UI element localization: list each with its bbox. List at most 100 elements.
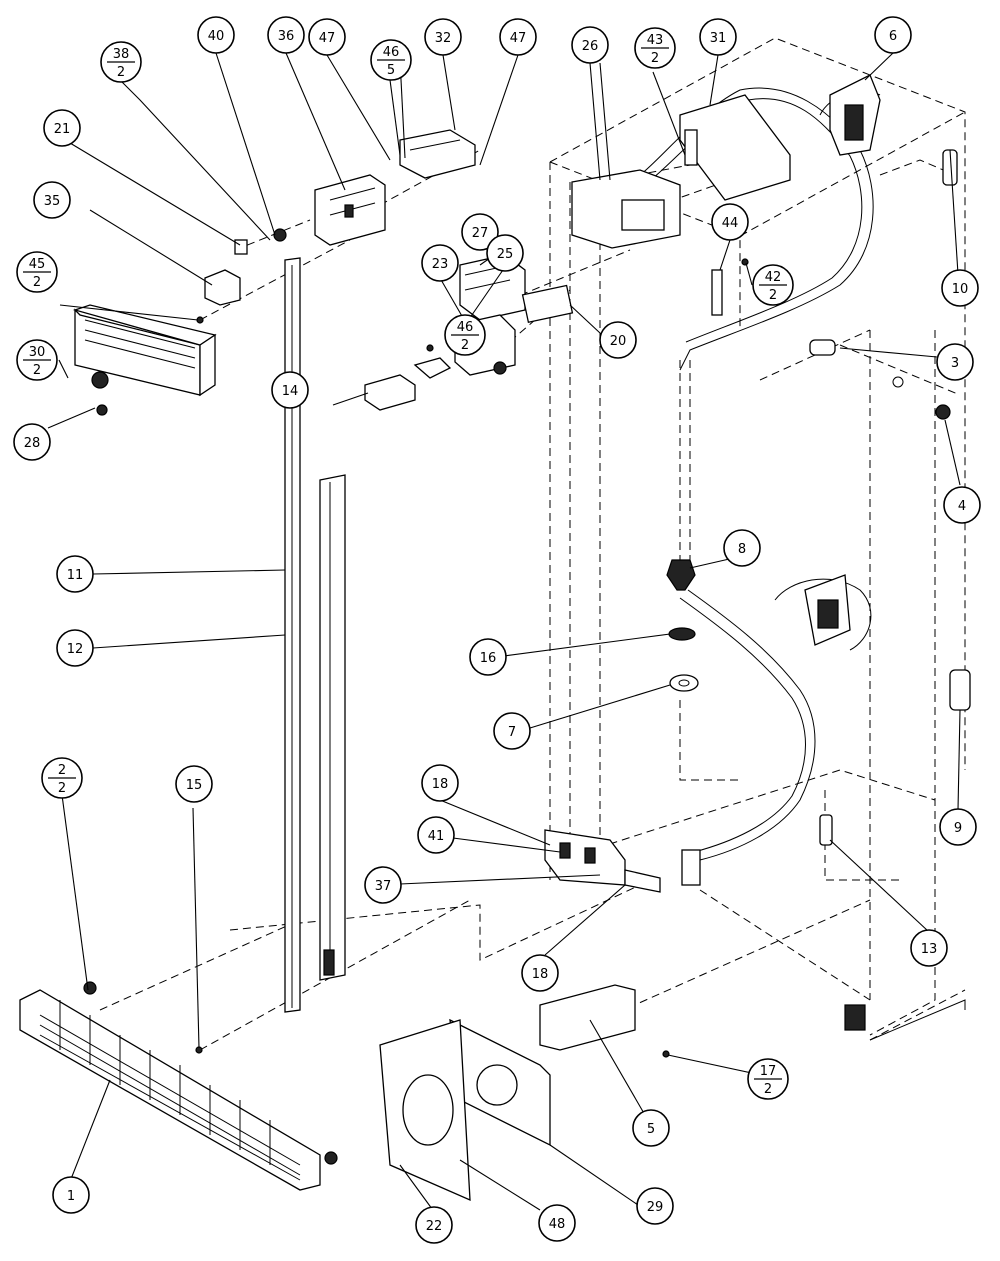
screw-17 xyxy=(662,1050,670,1058)
callout-label: 1 xyxy=(67,1189,75,1204)
fraction-callout-43-2: 432 xyxy=(634,27,676,69)
mullion-strips xyxy=(284,257,346,1013)
callout-label: 31 xyxy=(710,31,727,46)
air-duct-assembly xyxy=(571,94,791,249)
fraction-callout-2-2: 22 xyxy=(41,757,83,799)
part-5 xyxy=(539,984,636,1051)
fraction-bottom: 2 xyxy=(33,275,41,290)
mounting-bracket xyxy=(399,129,476,179)
fraction-bottom: 2 xyxy=(117,65,125,80)
callout-label: 40 xyxy=(208,29,225,44)
callout-label: 36 xyxy=(278,29,295,44)
fraction-callout-17-2: 172 xyxy=(747,1058,789,1100)
fraction-callout-46-5: 465 xyxy=(370,39,412,81)
callout-label: 41 xyxy=(428,829,445,844)
fraction-top: 46 xyxy=(383,45,400,60)
callout-label: 12 xyxy=(67,642,84,657)
fraction-top: 45 xyxy=(29,257,46,272)
callout-31: 31 xyxy=(699,18,737,56)
fraction-top: 17 xyxy=(760,1064,777,1079)
parts xyxy=(19,74,971,1202)
callout-9: 9 xyxy=(939,808,977,846)
fraction-top: 42 xyxy=(765,270,782,285)
damper-stack xyxy=(666,559,699,692)
toe-grille xyxy=(19,981,338,1191)
callout-label: 7 xyxy=(508,725,516,740)
fraction-bottom: 2 xyxy=(769,288,777,303)
callout-40: 40 xyxy=(197,16,235,54)
callout-label: 8 xyxy=(738,542,746,557)
callout-23: 23 xyxy=(421,244,459,282)
callout-label: 14 xyxy=(282,384,299,399)
callout-48: 48 xyxy=(538,1204,576,1242)
callout-25: 25 xyxy=(486,234,524,272)
callout-47: 47 xyxy=(499,18,537,56)
fraction-top: 30 xyxy=(29,345,46,360)
callout-4: 4 xyxy=(943,486,981,524)
fraction-top: 2 xyxy=(58,763,66,778)
callout-label: 23 xyxy=(432,257,449,272)
switch-bracket xyxy=(314,174,386,246)
callout-20: 20 xyxy=(599,321,637,359)
callout-18: 18 xyxy=(421,764,459,802)
access-cover-plates xyxy=(379,1018,551,1202)
callout-37: 37 xyxy=(364,866,402,904)
callout-6: 6 xyxy=(874,16,912,54)
fraction-top: 46 xyxy=(457,320,474,335)
callout-label: 35 xyxy=(44,194,61,209)
callout-label: 21 xyxy=(54,122,71,137)
callout-label: 48 xyxy=(549,1217,566,1232)
part-3 xyxy=(809,339,836,356)
leader-lines xyxy=(47,52,961,1214)
callout-label: 13 xyxy=(921,942,938,957)
fraction-top: 43 xyxy=(647,33,664,48)
callout-label: 3 xyxy=(951,356,959,371)
callout-27: 27 xyxy=(461,213,499,251)
callout-7: 7 xyxy=(493,712,531,750)
callout-label: 16 xyxy=(480,651,497,666)
fraction-bottom: 2 xyxy=(764,1082,772,1097)
callout-label: 20 xyxy=(610,334,627,349)
part-4-washer xyxy=(892,376,904,388)
callout-5: 5 xyxy=(632,1109,670,1147)
fraction-top: 38 xyxy=(113,47,130,62)
fraction-callout-46-2: 462 xyxy=(444,314,486,356)
callout-label: 25 xyxy=(497,247,514,262)
screw-46 xyxy=(426,344,434,352)
lower-bracket xyxy=(681,849,701,886)
callout-label: 9 xyxy=(954,821,962,836)
callout-11: 11 xyxy=(56,555,94,593)
callout-label: 47 xyxy=(319,31,336,46)
callout-label: 22 xyxy=(426,1219,443,1234)
module-housing xyxy=(454,254,574,376)
callout-label: 28 xyxy=(24,436,41,451)
callout-14: 14 xyxy=(271,371,309,409)
callout-label: 47 xyxy=(510,31,527,46)
callout-label: 18 xyxy=(532,967,549,982)
callout-label: 6 xyxy=(889,29,897,44)
part-21 xyxy=(234,239,248,255)
callout-16: 16 xyxy=(469,638,507,676)
cabinet-outline xyxy=(99,37,966,1051)
callout-label: 32 xyxy=(435,31,452,46)
callout-47: 47 xyxy=(308,18,346,56)
part-44 xyxy=(711,269,723,316)
fraction-callout-42-2: 422 xyxy=(752,264,794,306)
callout-12: 12 xyxy=(56,629,94,667)
fraction-bottom: 2 xyxy=(58,781,66,796)
callout-21: 21 xyxy=(43,109,81,147)
callout-label: 4 xyxy=(958,499,966,514)
callout-label: 18 xyxy=(432,777,449,792)
callout-8: 8 xyxy=(723,529,761,567)
callout-label: 15 xyxy=(186,778,203,793)
part-35 xyxy=(204,269,241,306)
lamp-clip xyxy=(413,357,452,379)
callout-32: 32 xyxy=(424,18,462,56)
fraction-bottom: 5 xyxy=(387,63,395,78)
fraction-bottom: 2 xyxy=(651,51,659,66)
callout-18: 18 xyxy=(521,954,559,992)
callout-label: 44 xyxy=(722,216,739,231)
part-13 xyxy=(819,814,833,846)
